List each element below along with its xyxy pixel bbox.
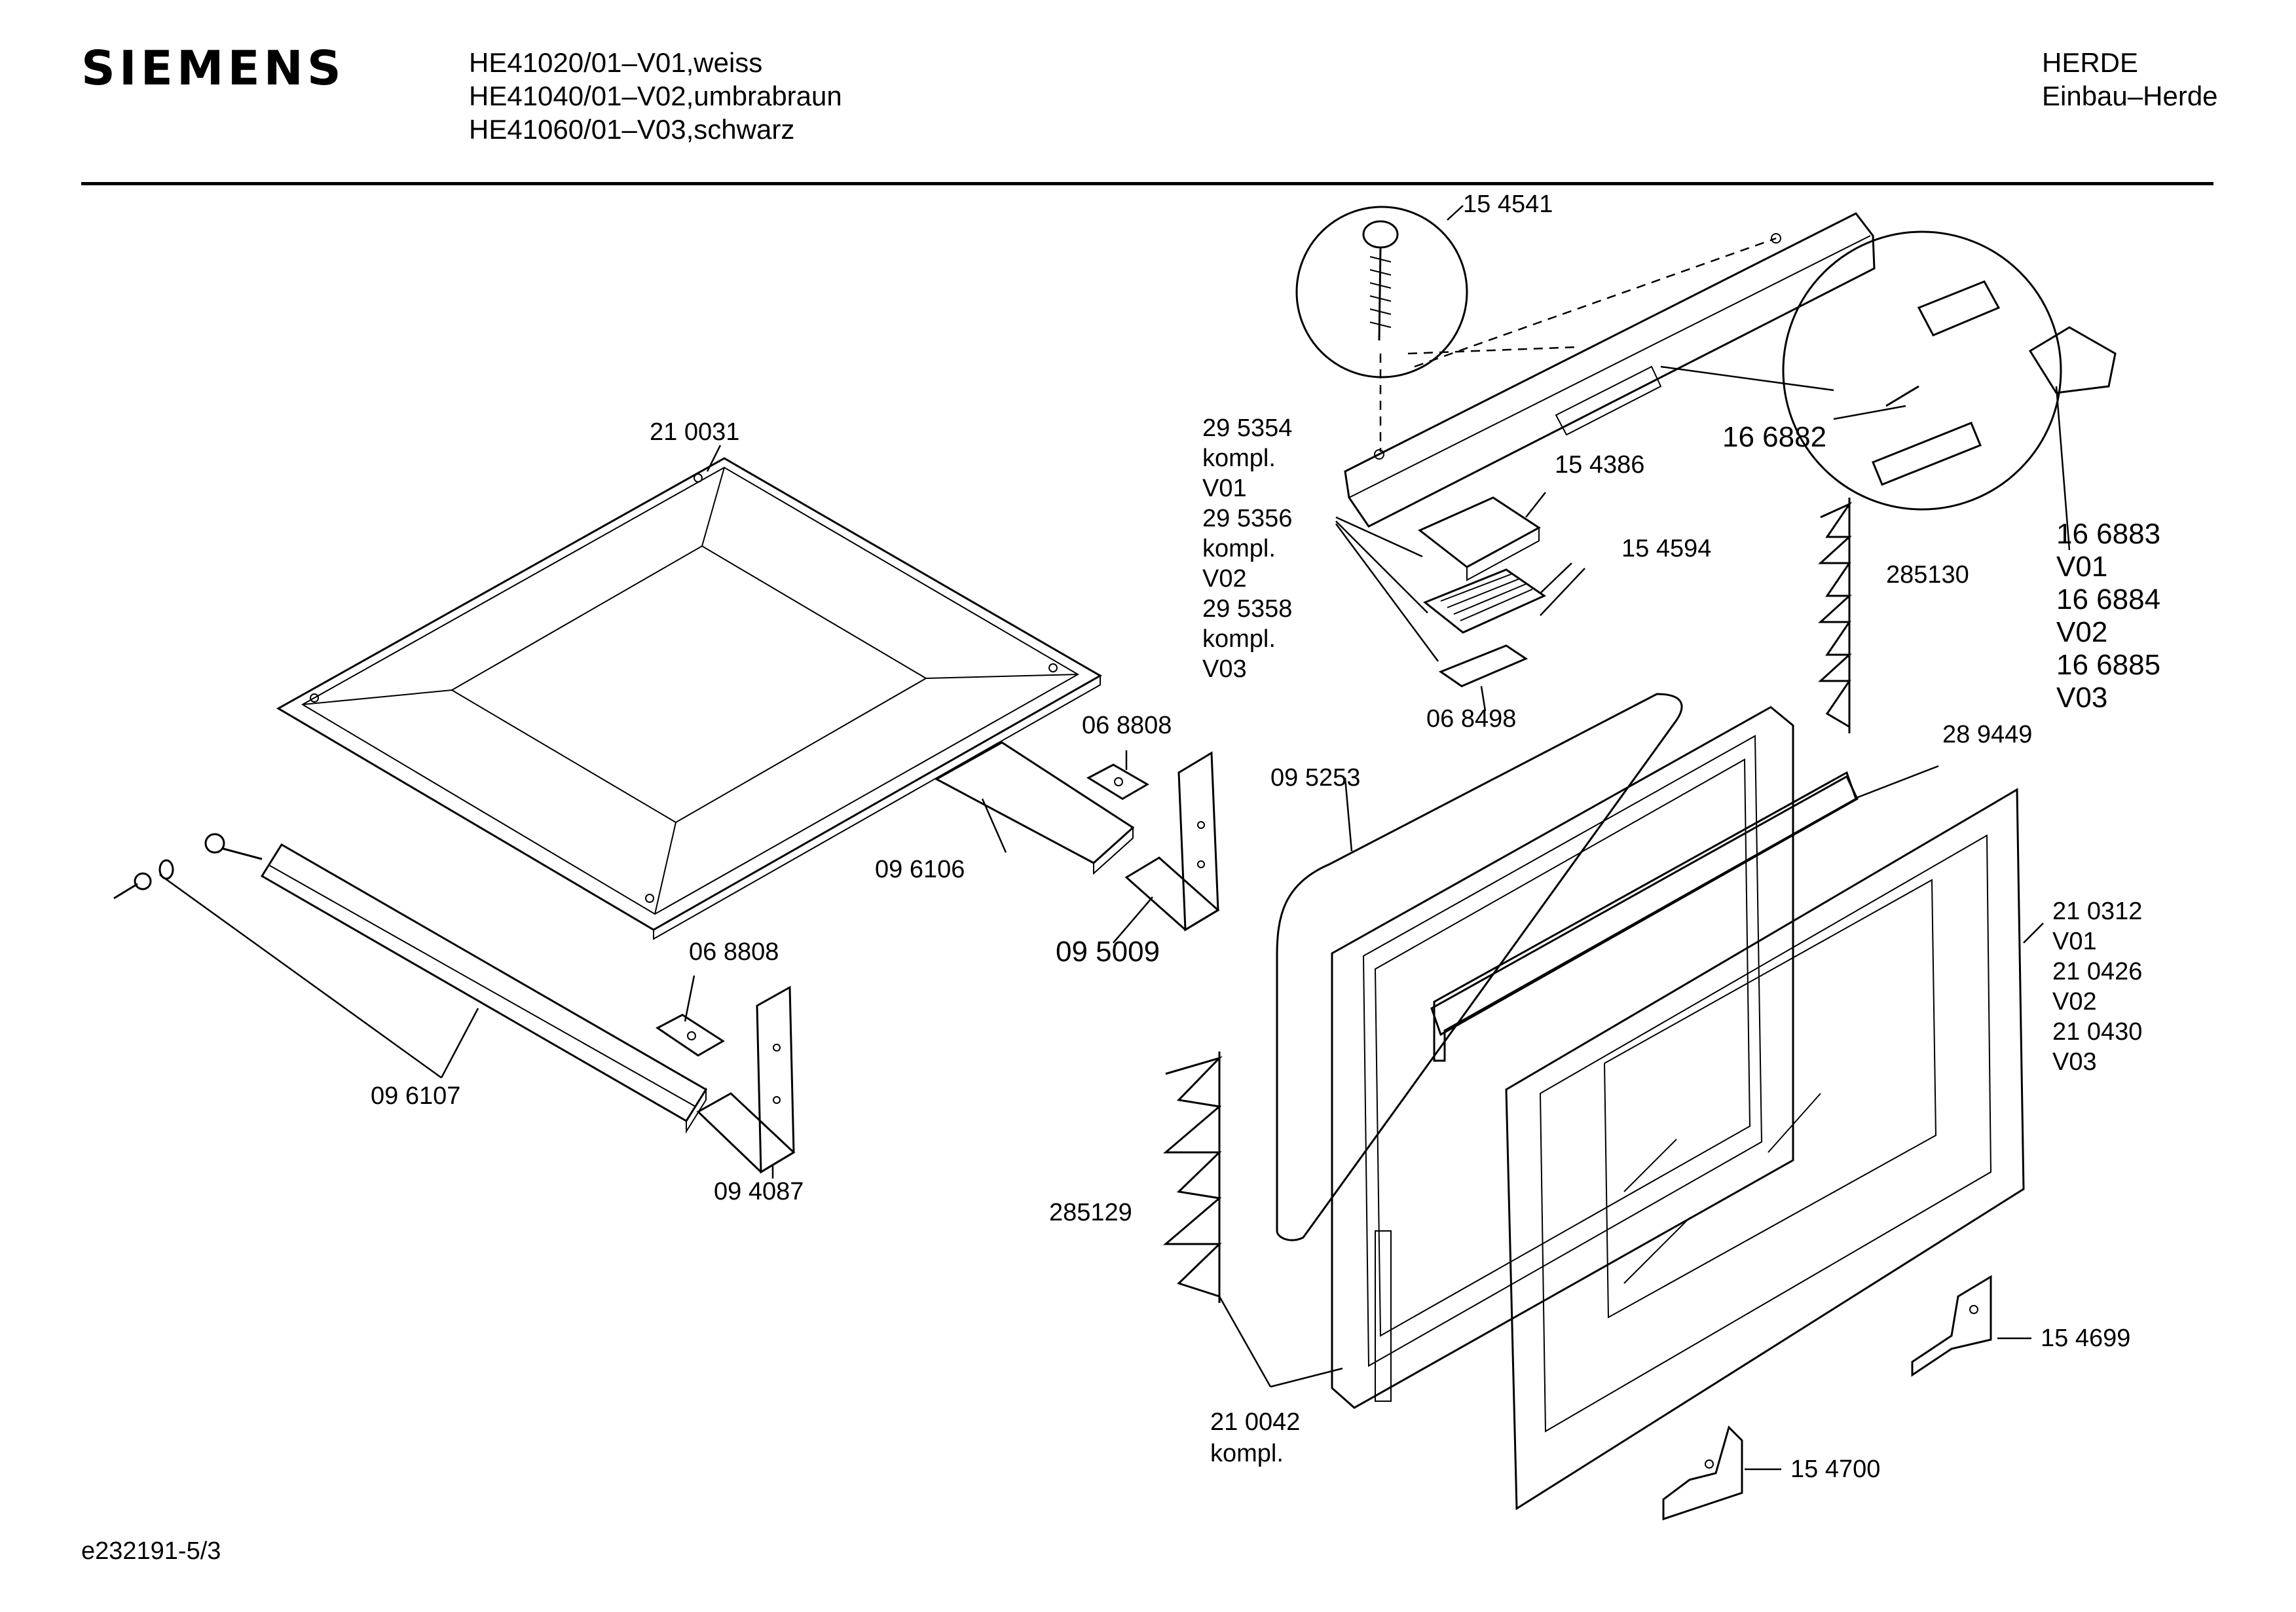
label-210312-block: 21 0312 V01 21 0426 V02 21 0430 V03 <box>2052 898 2142 1076</box>
label-166883: 16 6883 <box>2056 518 2160 550</box>
label-094087: 09 4087 <box>714 1178 804 1205</box>
label-kompl-3: kompl. <box>1202 625 1276 653</box>
label-210430: 21 0430 <box>2052 1018 2142 1046</box>
siemens-logo: SIEMENS <box>81 41 345 96</box>
top-panel <box>276 457 1103 940</box>
label-210312: 21 0312 <box>2052 898 2142 925</box>
screw-small <box>113 859 174 900</box>
category-main: HERDE <box>2042 47 2139 78</box>
label-295358: 29 5358 <box>1202 595 1292 623</box>
hinge-154700 <box>1662 1425 1743 1521</box>
rack-285130 <box>1818 498 1853 733</box>
label-096107: 09 6107 <box>371 1082 460 1110</box>
detail-circle-screw <box>1295 206 1468 378</box>
model-list: HE41020/01–V01,weiss HE41040/01–V02,umbr… <box>469 46 842 146</box>
outer-glass-panel <box>1505 788 2025 1511</box>
label-096106: 09 6106 <box>875 856 965 883</box>
label-kompl-4: kompl. <box>1210 1440 1284 1467</box>
label-166882: 16 6882 <box>1722 421 1826 453</box>
header-rule <box>81 182 2213 185</box>
label-154541: 15 4541 <box>1463 191 1553 218</box>
rail-096106 <box>934 741 1135 875</box>
label-068498: 06 8498 <box>1426 705 1516 733</box>
label-154386: 15 4386 <box>1555 451 1644 479</box>
label-v01-b: V01 <box>2056 551 2107 583</box>
model-v01: HE41020/01–V01,weiss <box>469 47 763 78</box>
hinge-154699 <box>1911 1275 1992 1377</box>
label-154699: 15 4699 <box>2041 1325 2130 1352</box>
category-block: HERDE Einbau–Herde <box>2042 46 2218 113</box>
door-inner-frame <box>1331 706 1859 1409</box>
screw-detail <box>1362 220 1399 341</box>
label-v03-c: V03 <box>2052 1048 2097 1076</box>
rack-285129 <box>1162 1052 1223 1303</box>
label-v02-b: V02 <box>2056 616 2107 648</box>
label-285129: 285129 <box>1049 1199 1132 1226</box>
label-285130: 285130 <box>1886 561 1969 589</box>
label-v03-b: V03 <box>2056 682 2107 714</box>
label-295354-block: 29 5354 kompl. V01 29 5356 kompl. V02 29… <box>1202 414 1292 683</box>
bracket-095009 <box>1124 751 1220 932</box>
model-v03: HE41060/01–V03,schwarz <box>469 114 795 145</box>
vent-cover-154386 <box>1418 496 1541 581</box>
label-289449: 28 9449 <box>1942 721 2032 748</box>
label-v02-a: V02 <box>1202 565 1247 593</box>
clip-068808-upper <box>1086 763 1149 800</box>
rail-096107 <box>204 833 708 1134</box>
vent-grille-154594 <box>1423 568 1547 634</box>
label-210042: 21 0042 <box>1210 1408 1300 1436</box>
label-v01-a: V01 <box>1202 475 1247 502</box>
label-295354: 29 5354 <box>1202 414 1292 442</box>
label-210031: 21 0031 <box>650 418 739 446</box>
label-095009: 09 5009 <box>1056 936 1160 968</box>
clip-068808-lower <box>656 1014 725 1057</box>
label-v03-a: V03 <box>1202 655 1247 683</box>
detail-circle-clip <box>1782 230 2062 511</box>
label-166883-block: 16 6883 V01 16 6884 V02 16 6885 V03 <box>2056 518 2160 714</box>
label-154594: 15 4594 <box>1621 535 1711 562</box>
label-068808-lower: 06 8808 <box>689 938 779 966</box>
label-295356: 29 5356 <box>1202 505 1292 532</box>
door-gasket <box>1276 693 1683 1241</box>
label-166885: 16 6885 <box>2056 649 2160 681</box>
label-210426: 21 0426 <box>2052 958 2142 985</box>
label-166884: 16 6884 <box>2056 583 2160 615</box>
label-095253: 09 5253 <box>1270 764 1360 792</box>
label-kompl-2: kompl. <box>1202 535 1276 562</box>
label-v01-c: V01 <box>2052 928 2097 955</box>
label-v02-c: V02 <box>2052 988 2097 1016</box>
category-sub: Einbau–Herde <box>2042 81 2218 111</box>
model-v02: HE41040/01–V02,umbrabraun <box>469 81 842 111</box>
label-154700: 15 4700 <box>1790 1456 1880 1483</box>
bracket-094087 <box>696 985 796 1174</box>
clip-166882 <box>1872 280 2117 486</box>
gasket-068498 <box>1438 644 1528 687</box>
door-handle <box>1344 212 1876 528</box>
drawing-code: e232191-5/3 <box>81 1537 221 1565</box>
label-kompl-1: kompl. <box>1202 445 1276 472</box>
glass-holder-289449 <box>1433 771 1857 1062</box>
label-068808-upper: 06 8808 <box>1082 712 1172 739</box>
